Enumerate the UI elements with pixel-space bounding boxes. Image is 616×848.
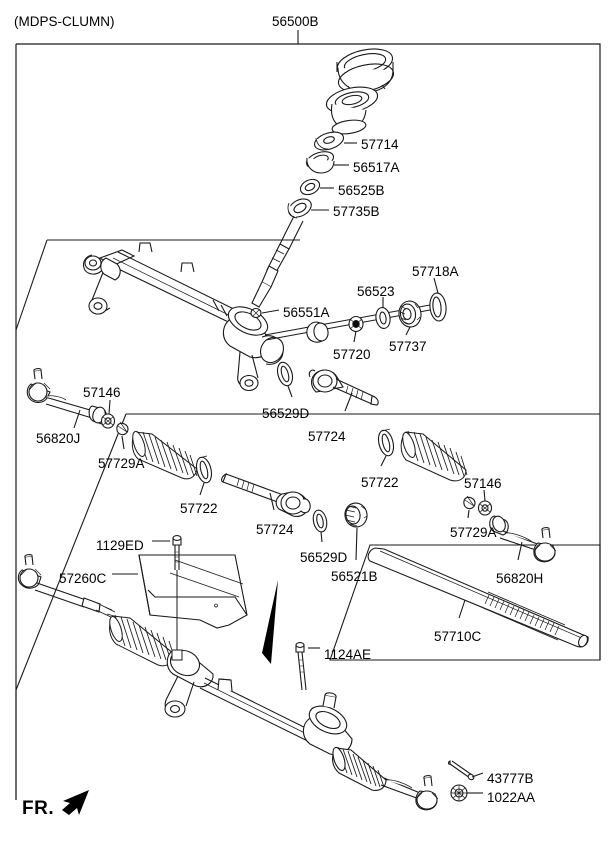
frame-gear-housing [15, 239, 300, 331]
part-label-57729A_L: 57729A [98, 456, 145, 471]
part-label-56820J: 56820J [36, 431, 81, 446]
leader-57724-mid [269, 492, 275, 511]
leader-56521B [355, 527, 358, 561]
part-57718A-ring [429, 292, 447, 322]
leader-57146-right [483, 489, 486, 502]
leader-56551A [261, 309, 280, 314]
part-lower-gear-housing [164, 649, 439, 811]
leader-57718A [433, 277, 439, 294]
part-57710C-rack-bar [367, 547, 589, 648]
part-57737-bearing [398, 300, 422, 328]
leader-56529D-bottom [320, 531, 323, 543]
part-label-43777B: 43777B [487, 771, 534, 786]
part-label-57722_top: 57722 [361, 475, 399, 490]
part-pinion-shaft [251, 215, 304, 308]
part-label-56820H: 56820H [496, 571, 544, 586]
section-wedge-marker [262, 580, 278, 664]
part-label-56551A: 56551A [283, 305, 330, 320]
part-43777B-cotter-pin [447, 760, 475, 781]
leader-56820J [73, 409, 81, 429]
part-bellows-boot-right [400, 430, 468, 482]
leader-57729A-left [121, 435, 125, 450]
leader-57737 [405, 326, 411, 336]
part-56551A-pin [250, 307, 262, 319]
part-label-56525B: 56525B [338, 183, 385, 198]
part-56529D-ring-bottom [312, 509, 328, 533]
leader-43777B [471, 772, 484, 778]
variant-note: (MDPS-CLUMN) [14, 14, 115, 29]
part-57714-washer [313, 131, 345, 151]
frame-rack-bar [329, 544, 601, 661]
part-56820J-tie-rod-end [26, 368, 107, 425]
part-label-57737: 57737 [389, 339, 427, 354]
part-56529D-ring-top [276, 361, 294, 387]
part-label-57718A: 57718A [412, 264, 459, 279]
part-label-56529D_bot: 56529D [300, 550, 348, 565]
part-56525B-oring [299, 178, 321, 196]
leader-57724-top [344, 392, 353, 412]
part-57735B-seal [287, 198, 312, 219]
part-56521B-bush [344, 502, 368, 528]
outer-frame [15, 43, 601, 800]
leader-57146-left [108, 399, 111, 415]
part-56517A-bush [305, 151, 335, 174]
part-57260C-heat-shield [138, 554, 248, 629]
leader-57720 [353, 330, 357, 343]
part-label-57724_top: 57724 [308, 429, 346, 444]
part-column-grommet [325, 86, 379, 135]
part-label-1124AE: 1124AE [324, 647, 372, 662]
part-label-57260C: 57260C [59, 571, 107, 586]
part-bellows-boot-left [131, 430, 198, 480]
leader-57722-right [380, 455, 387, 467]
part-label-1022AA: 1022AA [487, 790, 536, 805]
leader-57729A-right [467, 509, 470, 519]
part-57724-inner-tie-rod-mid [221, 472, 311, 517]
part-57146-nut-left [100, 413, 116, 429]
leader-57710C [458, 599, 466, 619]
part-57729A-clamp-right [463, 495, 476, 510]
part-label-56523: 56523 [357, 284, 395, 299]
leader-57722-left [199, 482, 205, 496]
fr-label: FR. [22, 798, 55, 819]
part-56820H-tie-rod-end [489, 515, 557, 563]
part-1022AA-nut [450, 784, 468, 802]
part-label-56529D_top: 56529D [262, 406, 310, 421]
part-57720-nut [348, 315, 364, 333]
part-label-57722_mid: 57722 [180, 501, 218, 516]
part-label-57714: 57714 [361, 137, 399, 152]
part-1129ED-bolt [172, 535, 182, 570]
part-label-57146R: 57146 [464, 476, 502, 491]
part-label-57724_mid: 57724 [256, 522, 294, 537]
part-57724-inner-tie-rod-top [308, 369, 379, 406]
part-57722-clip-left [195, 455, 213, 484]
part-label-1129ED: 1129ED [96, 538, 144, 553]
part-label-57710C: 57710C [434, 629, 482, 644]
leader-56529D-top [287, 385, 293, 398]
part-56523-ring [375, 307, 391, 329]
fr-direction-arrow [62, 790, 89, 815]
part-57146-nut-right [477, 500, 493, 516]
bolt-seat-1129ED [171, 649, 183, 661]
part-label-56521B: 56521B [331, 569, 378, 584]
part-label-57735B: 57735B [333, 204, 380, 219]
part-label-57720: 57720 [333, 347, 371, 362]
part-label-57146L: 57146 [83, 385, 121, 400]
part-label-56500B: 56500B [272, 14, 319, 29]
part-1124AE-bolt [295, 642, 307, 691]
frame-inner-tierod-group [15, 413, 600, 691]
part-lower-bellows-boot [109, 614, 176, 667]
leader-56820H [517, 541, 523, 561]
part-57729A-clamp-left [116, 421, 129, 436]
part-57722-clip-right [377, 428, 395, 457]
part-label-57729A_R: 57729A [450, 525, 497, 540]
part-label-56517A: 56517A [353, 160, 400, 175]
part-lower-left-tie-rod [17, 554, 116, 619]
